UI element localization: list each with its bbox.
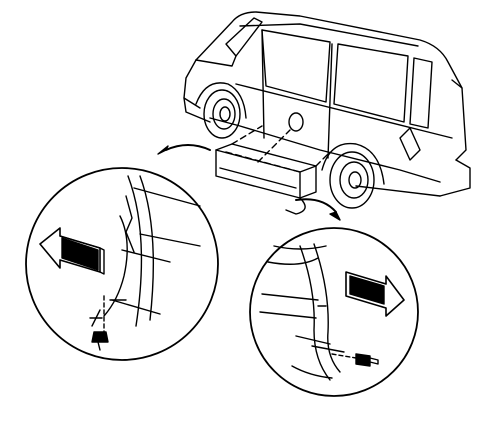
- running-board: [215, 143, 317, 215]
- curved-arrow-left: [157, 144, 211, 155]
- tail-light: [399, 127, 421, 161]
- front-wheel: [203, 89, 241, 139]
- right-detail-circle: [249, 227, 419, 397]
- left-detail-circle: [25, 167, 219, 361]
- fuel-door: [288, 112, 304, 132]
- van-body: [183, 11, 471, 197]
- guide-lines: [225, 125, 331, 173]
- side-window-rear: [333, 43, 409, 123]
- bolt: [355, 353, 379, 367]
- side-window-back: [409, 57, 433, 129]
- direction-arrow-left: [39, 227, 105, 275]
- retaining-clip: [91, 331, 109, 351]
- direction-arrow-right: [345, 271, 405, 317]
- side-window-front: [261, 29, 331, 103]
- curved-arrow-right: [295, 198, 341, 221]
- rear-wheel: [321, 142, 385, 209]
